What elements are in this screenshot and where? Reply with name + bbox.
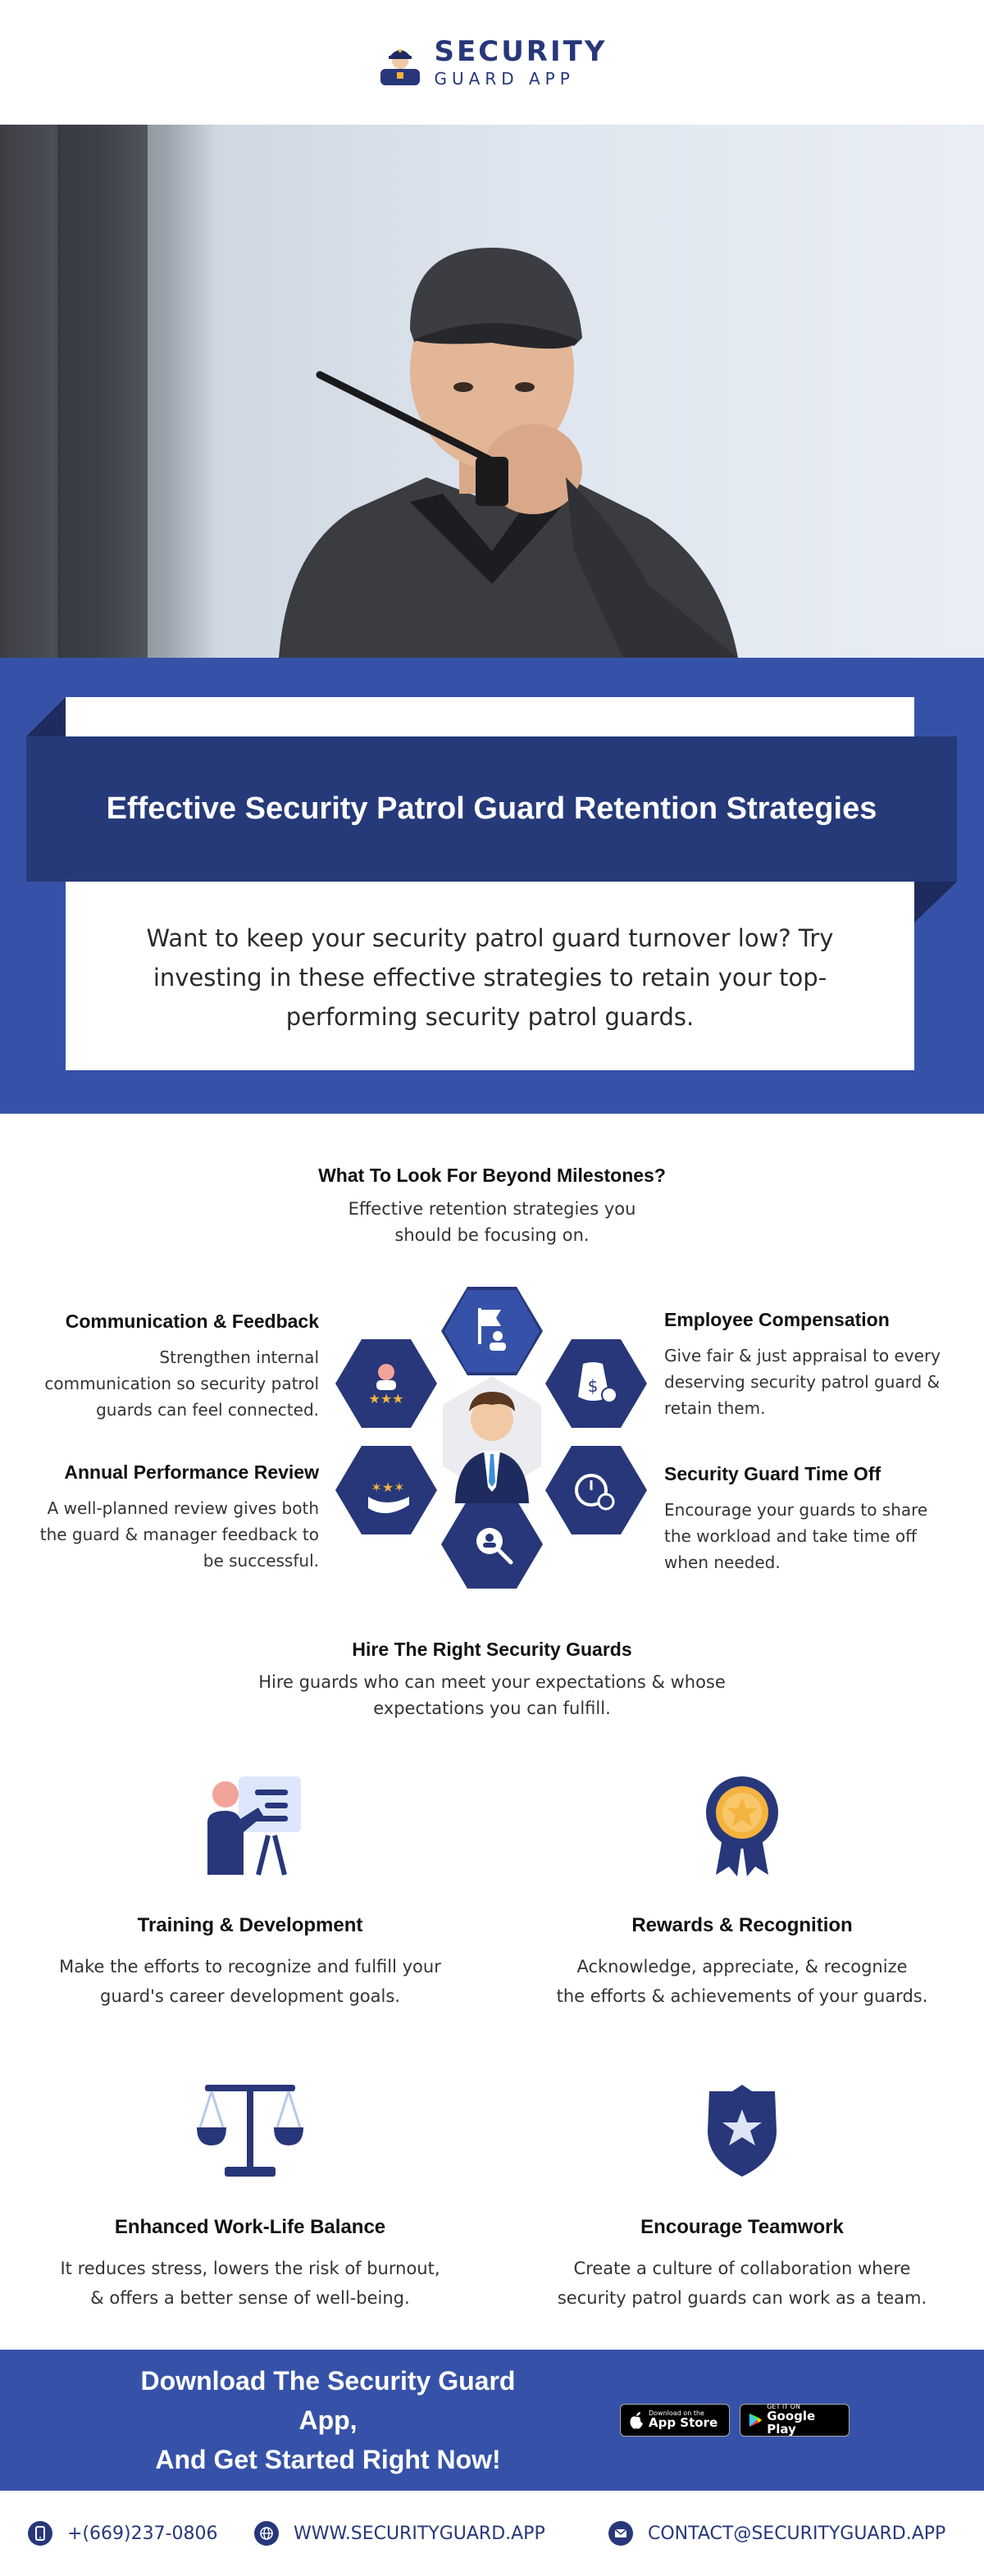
feature-text-line2: & offers a better sense of well-being. bbox=[90, 2288, 410, 2308]
milestones-section: What To Look For Beyond Milestones? Effe… bbox=[0, 1114, 984, 1639]
milestone-title: Annual Performance Review bbox=[64, 1461, 319, 1483]
hero-image bbox=[0, 125, 984, 658]
feature-title: Training & Development bbox=[137, 1914, 363, 1936]
feature-work-life-balance: Enhanced Work-Life Balance It reduces st… bbox=[29, 2065, 472, 2313]
feature-title: Rewards & Recognition bbox=[631, 1914, 853, 1936]
google-play-button[interactable]: GET IT ON Google Play bbox=[740, 2403, 850, 2437]
feature-text: Make the efforts to recognize and fulfil… bbox=[29, 1952, 472, 2011]
feature-text: Acknowledge, appreciate, & recognize the… bbox=[521, 1952, 963, 2011]
hire-title: Hire The Right Security Guards bbox=[352, 1639, 632, 1660]
download-heading-line2: And Get Started Right Now! bbox=[155, 2445, 501, 2474]
hexagon-diagram: ★★★ $ ✶★✶ bbox=[332, 1282, 652, 1593]
download-heading-line1: Download The Security Guard App, bbox=[140, 2366, 516, 2435]
app-store-button[interactable]: Download on the App Store bbox=[620, 2404, 730, 2437]
feature-text: It reduces stress, lowers the risk of bu… bbox=[29, 2254, 472, 2313]
businessman-icon bbox=[455, 1392, 529, 1503]
milestone-text: Encourage your guards to share the workl… bbox=[664, 1500, 928, 1572]
app-store-small-text: Download on the bbox=[649, 2409, 704, 2417]
footer-phone[interactable]: +(669)237-0806 bbox=[28, 2521, 218, 2546]
apple-icon bbox=[630, 2412, 643, 2429]
banner-fold-right bbox=[914, 882, 957, 923]
app-store-label: App Store bbox=[649, 2415, 718, 2431]
feature-title: Enhanced Work-Life Balance bbox=[114, 2216, 386, 2238]
money-check-icon: $ bbox=[545, 1339, 647, 1428]
milestones-subtitle-line1: Effective retention strategies you bbox=[348, 1199, 636, 1219]
milestone-text: Give fair & just appraisal to every dese… bbox=[664, 1346, 941, 1418]
feature-text-line2: guard's career development goals. bbox=[100, 1986, 400, 2006]
security-guard-photo-icon bbox=[57, 125, 738, 658]
download-banner: Download The Security Guard App, And Get… bbox=[0, 2350, 984, 2491]
hire-subtitle-line1: Hire guards who can meet your expectatio… bbox=[258, 1672, 726, 1692]
training-presentation-icon bbox=[207, 1776, 301, 1876]
google-play-icon bbox=[749, 2413, 763, 2428]
feature-teamwork: Encourage Teamwork Create a culture of c… bbox=[521, 2065, 963, 2313]
intro-description: Want to keep your security patrol guard … bbox=[146, 924, 834, 1031]
banner-fold-left bbox=[26, 697, 66, 736]
feature-text-line1: Make the efforts to recognize and fulfil… bbox=[59, 1957, 441, 1976]
brand-text: SECURITY GUARD APP bbox=[435, 38, 608, 87]
feature-text: Create a culture of collaboration where … bbox=[521, 2254, 963, 2313]
milestone-compensation: Employee Compensation Give fair & just a… bbox=[664, 1309, 955, 1421]
hire-subtitle: Hire guards who can meet your expectatio… bbox=[0, 1669, 984, 1721]
search-user-icon bbox=[441, 1500, 543, 1589]
globe-icon bbox=[254, 2521, 279, 2546]
milestone-title: Security Guard Time Off bbox=[664, 1463, 882, 1484]
hire-subtitle-line2: expectations you can fulfill. bbox=[373, 1698, 611, 1718]
award-ribbon-icon bbox=[706, 1776, 778, 1876]
google-play-small-text: GET IT ON bbox=[767, 2403, 800, 2411]
milestone-performance-review: Annual Performance Review A well-planned… bbox=[28, 1461, 319, 1574]
feature-text-line1: It reduces stress, lowers the risk of bu… bbox=[60, 2259, 440, 2278]
download-heading: Download The Security Guard App, And Get… bbox=[123, 2361, 533, 2479]
feature-rewards: Rewards & Recognition Acknowledge, appre… bbox=[521, 1763, 963, 2011]
feature-text-line2: the efforts & achievements of your guard… bbox=[556, 1986, 928, 2006]
hand-stars-icon: ✶★✶ bbox=[335, 1446, 437, 1534]
milestone-text: A well-planned review gives both the gua… bbox=[39, 1498, 319, 1571]
feature-training: Training & Development Make the efforts … bbox=[29, 1763, 472, 2011]
milestone-time-off: Security Guard Time Off Encourage your g… bbox=[664, 1463, 955, 1575]
footer-website[interactable]: WWW.SECURITYGUARD.APP bbox=[254, 2521, 545, 2546]
mail-icon bbox=[608, 2521, 633, 2546]
milestone-title: Communication & Feedback bbox=[65, 1311, 319, 1332]
brand-line2: GUARD APP bbox=[434, 69, 575, 89]
balance-scale-icon bbox=[197, 2085, 303, 2177]
feature-text-line1: Create a culture of collaboration where bbox=[573, 2259, 911, 2278]
google-play-label: Google Play bbox=[767, 2409, 816, 2437]
milestones-subtitle: Effective retention strategies you shoul… bbox=[0, 1196, 984, 1248]
header: SECURITY GUARD APP bbox=[0, 0, 984, 125]
title-banner: Effective Security Patrol Guard Retentio… bbox=[26, 736, 957, 882]
clock-block-icon bbox=[545, 1446, 647, 1534]
feature-title: Encourage Teamwork bbox=[640, 2216, 844, 2238]
guard-avatar-icon bbox=[380, 49, 420, 85]
footer-email[interactable]: CONTACT@SECURITYGUARD.APP bbox=[608, 2521, 945, 2546]
email-address: CONTACT@SECURITYGUARD.APP bbox=[648, 2523, 946, 2544]
footer: +(669)237-0806 WWW.SECURITYGUARD.APP CON… bbox=[0, 2491, 984, 2576]
police-badge-icon bbox=[708, 2085, 777, 2177]
feature-text-line1: Acknowledge, appreciate, & recognize bbox=[576, 1957, 908, 1976]
milestones-subtitle-line2: should be focusing on. bbox=[394, 1225, 590, 1245]
milestone-communication: Communication & Feedback Strengthen inte… bbox=[28, 1311, 319, 1423]
svg-text:$: $ bbox=[588, 1376, 599, 1396]
feature-text-line2: security patrol guards can work as a tea… bbox=[557, 2288, 927, 2308]
rating-user-icon: ★★★ bbox=[335, 1339, 437, 1428]
hire-section: Hire The Right Security Guards Hire guar… bbox=[0, 1639, 984, 1770]
milestone-title: Employee Compensation bbox=[664, 1309, 890, 1330]
brand-line1: SECURITY bbox=[434, 35, 608, 68]
phone-icon bbox=[28, 2521, 52, 2546]
milestones-title: What To Look For Beyond Milestones? bbox=[318, 1165, 666, 1186]
svg-text:★★★: ★★★ bbox=[368, 1391, 403, 1407]
phone-number: +(669)237-0806 bbox=[67, 2523, 218, 2544]
milestone-text: Strengthen internal communication so sec… bbox=[44, 1347, 319, 1420]
page-title: Effective Security Patrol Guard Retentio… bbox=[106, 791, 877, 826]
flag-user-icon bbox=[441, 1287, 543, 1375]
website-url: WWW.SECURITYGUARD.APP bbox=[294, 2523, 545, 2544]
intro-section: Effective Security Patrol Guard Retentio… bbox=[0, 658, 984, 1114]
svg-text:✶★✶: ✶★✶ bbox=[371, 1479, 404, 1495]
